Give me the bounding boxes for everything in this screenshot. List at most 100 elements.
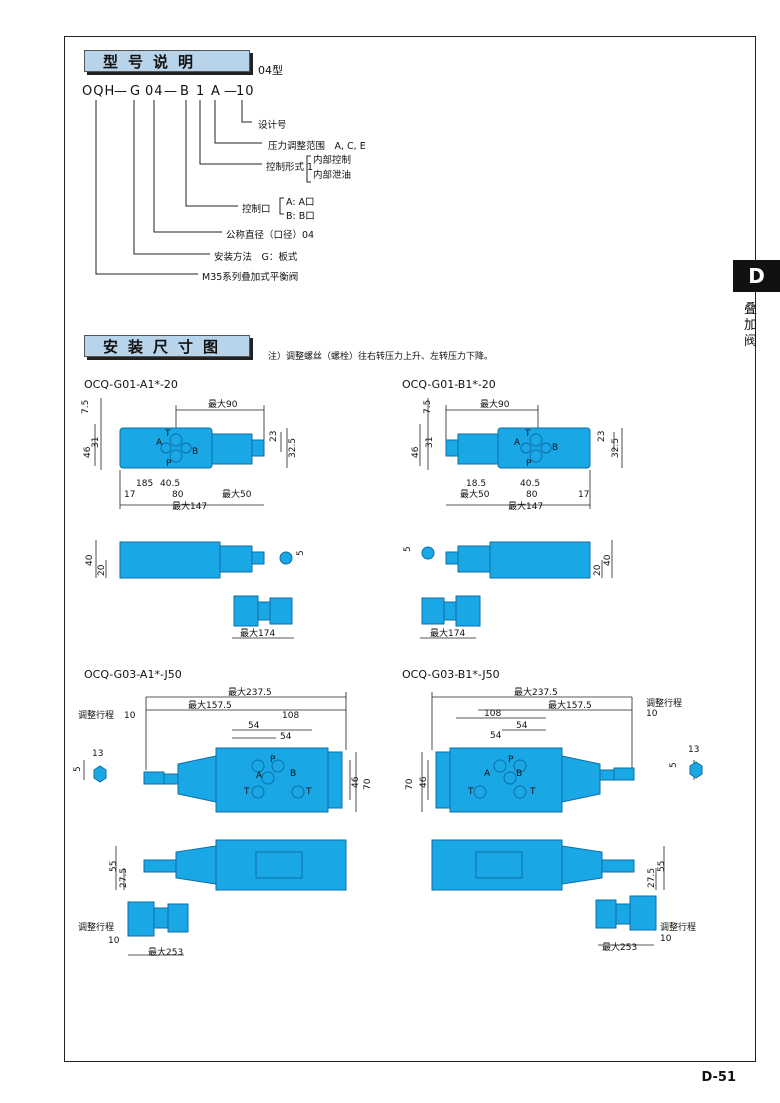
model-heading: 型号说明 — [84, 50, 250, 72]
port-label: A — [514, 438, 521, 448]
dim-label: 10 — [660, 934, 672, 944]
port-label: T — [164, 429, 171, 439]
dim-label: 31 — [425, 437, 435, 448]
drawing-title: OCQ-G03-A1*-J50 — [84, 668, 182, 681]
dim-label: 最大237.5 — [514, 686, 558, 698]
port-label: P — [508, 755, 514, 765]
dim-label: 最大90 — [208, 398, 238, 410]
desc-control-form: 控制形式 1 — [266, 162, 314, 173]
dim-label: 54 — [280, 732, 292, 742]
desc-control-port-sub: B: B口 — [286, 211, 315, 222]
dim-label: 108 — [484, 709, 501, 719]
dim-label: 最大147 — [508, 500, 543, 512]
dim-label: 最大174 — [430, 627, 465, 639]
dim-label: 108 — [282, 711, 299, 721]
drawing-title: OCQ-G01-B1*-20 — [402, 378, 496, 391]
dim-label: 55 — [657, 861, 667, 872]
install-heading: 安装尺寸图 — [84, 335, 250, 357]
model-leader-lines — [95, 100, 311, 275]
dim-label: 最大157.5 — [188, 699, 232, 711]
dim-label: 23 — [269, 431, 279, 442]
model-code-part: 10 — [236, 84, 255, 99]
port-label: T — [305, 787, 312, 797]
model-code-part: OQH — [82, 84, 116, 99]
model-code-part: A — [211, 84, 221, 99]
dim-label: 31 — [91, 437, 101, 448]
model-code-part: 04 — [145, 84, 164, 99]
dim-label: 70 — [405, 778, 415, 790]
port-label: B — [552, 443, 558, 453]
dim-label: 40.5 — [520, 479, 540, 489]
dim-label: 10 — [108, 936, 120, 946]
port-label: T — [529, 787, 536, 797]
dim-label: 80 — [172, 490, 184, 500]
dim-label: 最大253 — [148, 946, 183, 958]
dim-label: 46 — [83, 446, 93, 458]
dim-label: 18.5 — [466, 479, 486, 489]
dim-label: 46 — [411, 446, 421, 458]
desc-control-port: 控制口 — [242, 204, 271, 215]
dim-label: 54 — [248, 721, 260, 731]
dim-label: 调整行程 — [78, 709, 114, 721]
dim-label: 10 — [124, 711, 136, 721]
port-label: P — [270, 755, 276, 765]
page-frame — [64, 36, 756, 1062]
port-label: B — [516, 769, 522, 779]
dim-label: 185 — [136, 479, 153, 489]
dim-label: 20 — [593, 564, 603, 576]
dim-label: 32.5 — [288, 438, 298, 458]
dim-label: 7.5 — [423, 400, 433, 414]
dim-label: 5 — [669, 762, 679, 768]
dim-label: 17 — [578, 490, 589, 500]
dim-label: 20 — [97, 564, 107, 576]
desc-control-form-sub: 内部泄油 — [313, 170, 352, 181]
section-tab-label: 叠加阀 — [744, 302, 758, 349]
dim-label: 13 — [92, 749, 103, 759]
dim-label: 17 — [124, 490, 135, 500]
dim-label: 54 — [516, 721, 528, 731]
dim-label: 最大147 — [172, 500, 207, 512]
dim-label: 40 — [85, 554, 95, 566]
port-label: P — [526, 459, 532, 469]
dim-label: 调整行程 — [646, 697, 682, 709]
section-tab: D — [733, 260, 780, 292]
port-label: B — [192, 447, 198, 457]
dim-label: 27.5 — [647, 868, 657, 888]
model-code-part: B — [180, 84, 190, 99]
port-label: B — [290, 769, 296, 779]
port-label: A — [256, 771, 263, 781]
desc-nominal-size: 公称直径（口径）04 — [226, 230, 315, 241]
model-subtitle: 04型 — [258, 64, 283, 77]
dim-label: 80 — [526, 490, 538, 500]
dim-label: 40.5 — [160, 479, 180, 489]
desc-pressure-range: 压力调整范围 A, C, E — [268, 141, 366, 152]
dim-label: 最大157.5 — [548, 699, 592, 711]
dim-label: 27.5 — [119, 868, 129, 888]
dim-label: 54 — [490, 731, 502, 741]
dim-label: 最大253 — [602, 941, 637, 953]
port-label: A — [484, 769, 491, 779]
dim-label: 46 — [351, 776, 361, 788]
dim-label: 10 — [646, 709, 658, 719]
drawing-title: OCQ-G01-A1*-20 — [84, 378, 178, 391]
dim-label: 55 — [109, 861, 119, 872]
dim-label: 最大50 — [460, 488, 490, 500]
dim-label: 5 — [296, 550, 306, 556]
dim-label: 最大50 — [222, 488, 252, 500]
dim-label: 46 — [419, 776, 429, 788]
desc-series: M35系列叠加式平衡阀 — [202, 272, 299, 283]
dim-label: 13 — [688, 745, 699, 755]
dim-label: 5 — [73, 766, 83, 772]
port-label: T — [243, 787, 250, 797]
dim-label: 7.5 — [81, 400, 91, 414]
desc-design-no: 设计号 — [258, 120, 287, 131]
dim-label: 最大174 — [240, 627, 275, 639]
model-code-part: 1 — [196, 84, 206, 99]
dim-label: 70 — [363, 778, 373, 790]
desc-control-form-sub: 内部控制 — [313, 155, 352, 166]
page-number: D-51 — [701, 1070, 736, 1085]
